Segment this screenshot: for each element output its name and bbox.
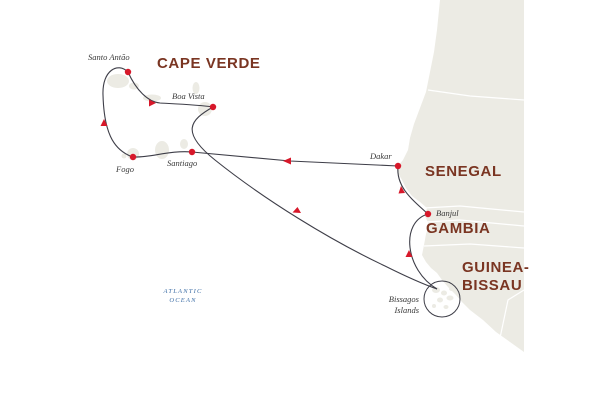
arrow-leg-boa-vista-bissagos xyxy=(292,207,301,213)
west-africa-landmass xyxy=(398,0,524,352)
place-labels: Santo Antão Boa Vista Santiago Fogo Daka… xyxy=(88,52,459,315)
label-atlantic: ATLANTIC xyxy=(163,288,203,295)
route-leg-santiago-to-fogo xyxy=(132,151,193,158)
arrow-leg-santo-antao-boa-vista xyxy=(149,99,156,107)
stop-santo-antao xyxy=(124,68,132,76)
northern-border xyxy=(427,89,525,101)
route-leg-bissagos-to-banjul xyxy=(409,213,438,290)
island-santiago xyxy=(155,141,169,159)
label-gambia: GAMBIA xyxy=(426,220,490,237)
island-brava xyxy=(121,153,127,159)
label-santo-antao: Santo Antão xyxy=(88,52,130,62)
country-labels: CAPE VERDE SENEGAL GAMBIA GUINEA- BISSAU xyxy=(157,55,530,294)
route-leg-santo-antao-to-boa-vista xyxy=(127,71,214,108)
stop-boa-vista xyxy=(209,103,217,111)
route-leg-boa-vista-to-bissagos xyxy=(191,106,438,290)
arrow-leg-banjul-dakar xyxy=(398,186,405,194)
gambia-river-border xyxy=(425,219,525,227)
arrow-leg-fogo-santo-antao xyxy=(100,119,108,126)
island-santo-antao xyxy=(107,74,129,88)
label-banjul: Banjul xyxy=(436,208,459,218)
label-cape-verde: CAPE VERDE xyxy=(157,55,261,72)
route-leg-fogo-to-santo-antao xyxy=(102,67,134,158)
bissagos-islands-land xyxy=(432,287,455,309)
label-dakar: Dakar xyxy=(369,151,392,161)
label-ocean: OCEAN xyxy=(169,297,196,304)
label-guinea-bissau-1: GUINEA- xyxy=(462,259,530,276)
bissagos-islands-circle xyxy=(423,280,461,318)
island-maio xyxy=(180,139,188,149)
label-fogo: Fogo xyxy=(115,164,134,174)
island-sal xyxy=(192,82,200,94)
route-leg-banjul-to-dakar xyxy=(397,165,429,215)
stop-fogo xyxy=(129,153,137,161)
label-boa-vista: Boa Vista xyxy=(172,91,205,101)
stop-banjul xyxy=(424,210,432,218)
guinea-bissau-guinea-border xyxy=(499,289,525,339)
arrow-leg-bissagos-banjul xyxy=(405,250,413,257)
senegal-guinea-bissau-border xyxy=(423,243,525,249)
label-senegal: SENEGAL xyxy=(425,163,502,180)
route-stops xyxy=(124,68,432,218)
senegal-gambia-border xyxy=(423,205,525,213)
label-santiago: Santiago xyxy=(167,158,197,168)
stop-dakar xyxy=(394,162,402,170)
ocean-label: ATLANTIC OCEAN xyxy=(163,288,203,304)
island-sao-nicolau xyxy=(143,94,161,102)
label-bissagos-1: Bissagos xyxy=(389,294,420,304)
arrow-leg-dakar-santiago xyxy=(283,157,291,165)
label-bissagos-2: Islands xyxy=(393,305,419,315)
label-guinea-bissau-2: BISSAU xyxy=(462,277,522,294)
direction-arrows xyxy=(100,99,413,257)
stop-santiago xyxy=(188,148,196,156)
